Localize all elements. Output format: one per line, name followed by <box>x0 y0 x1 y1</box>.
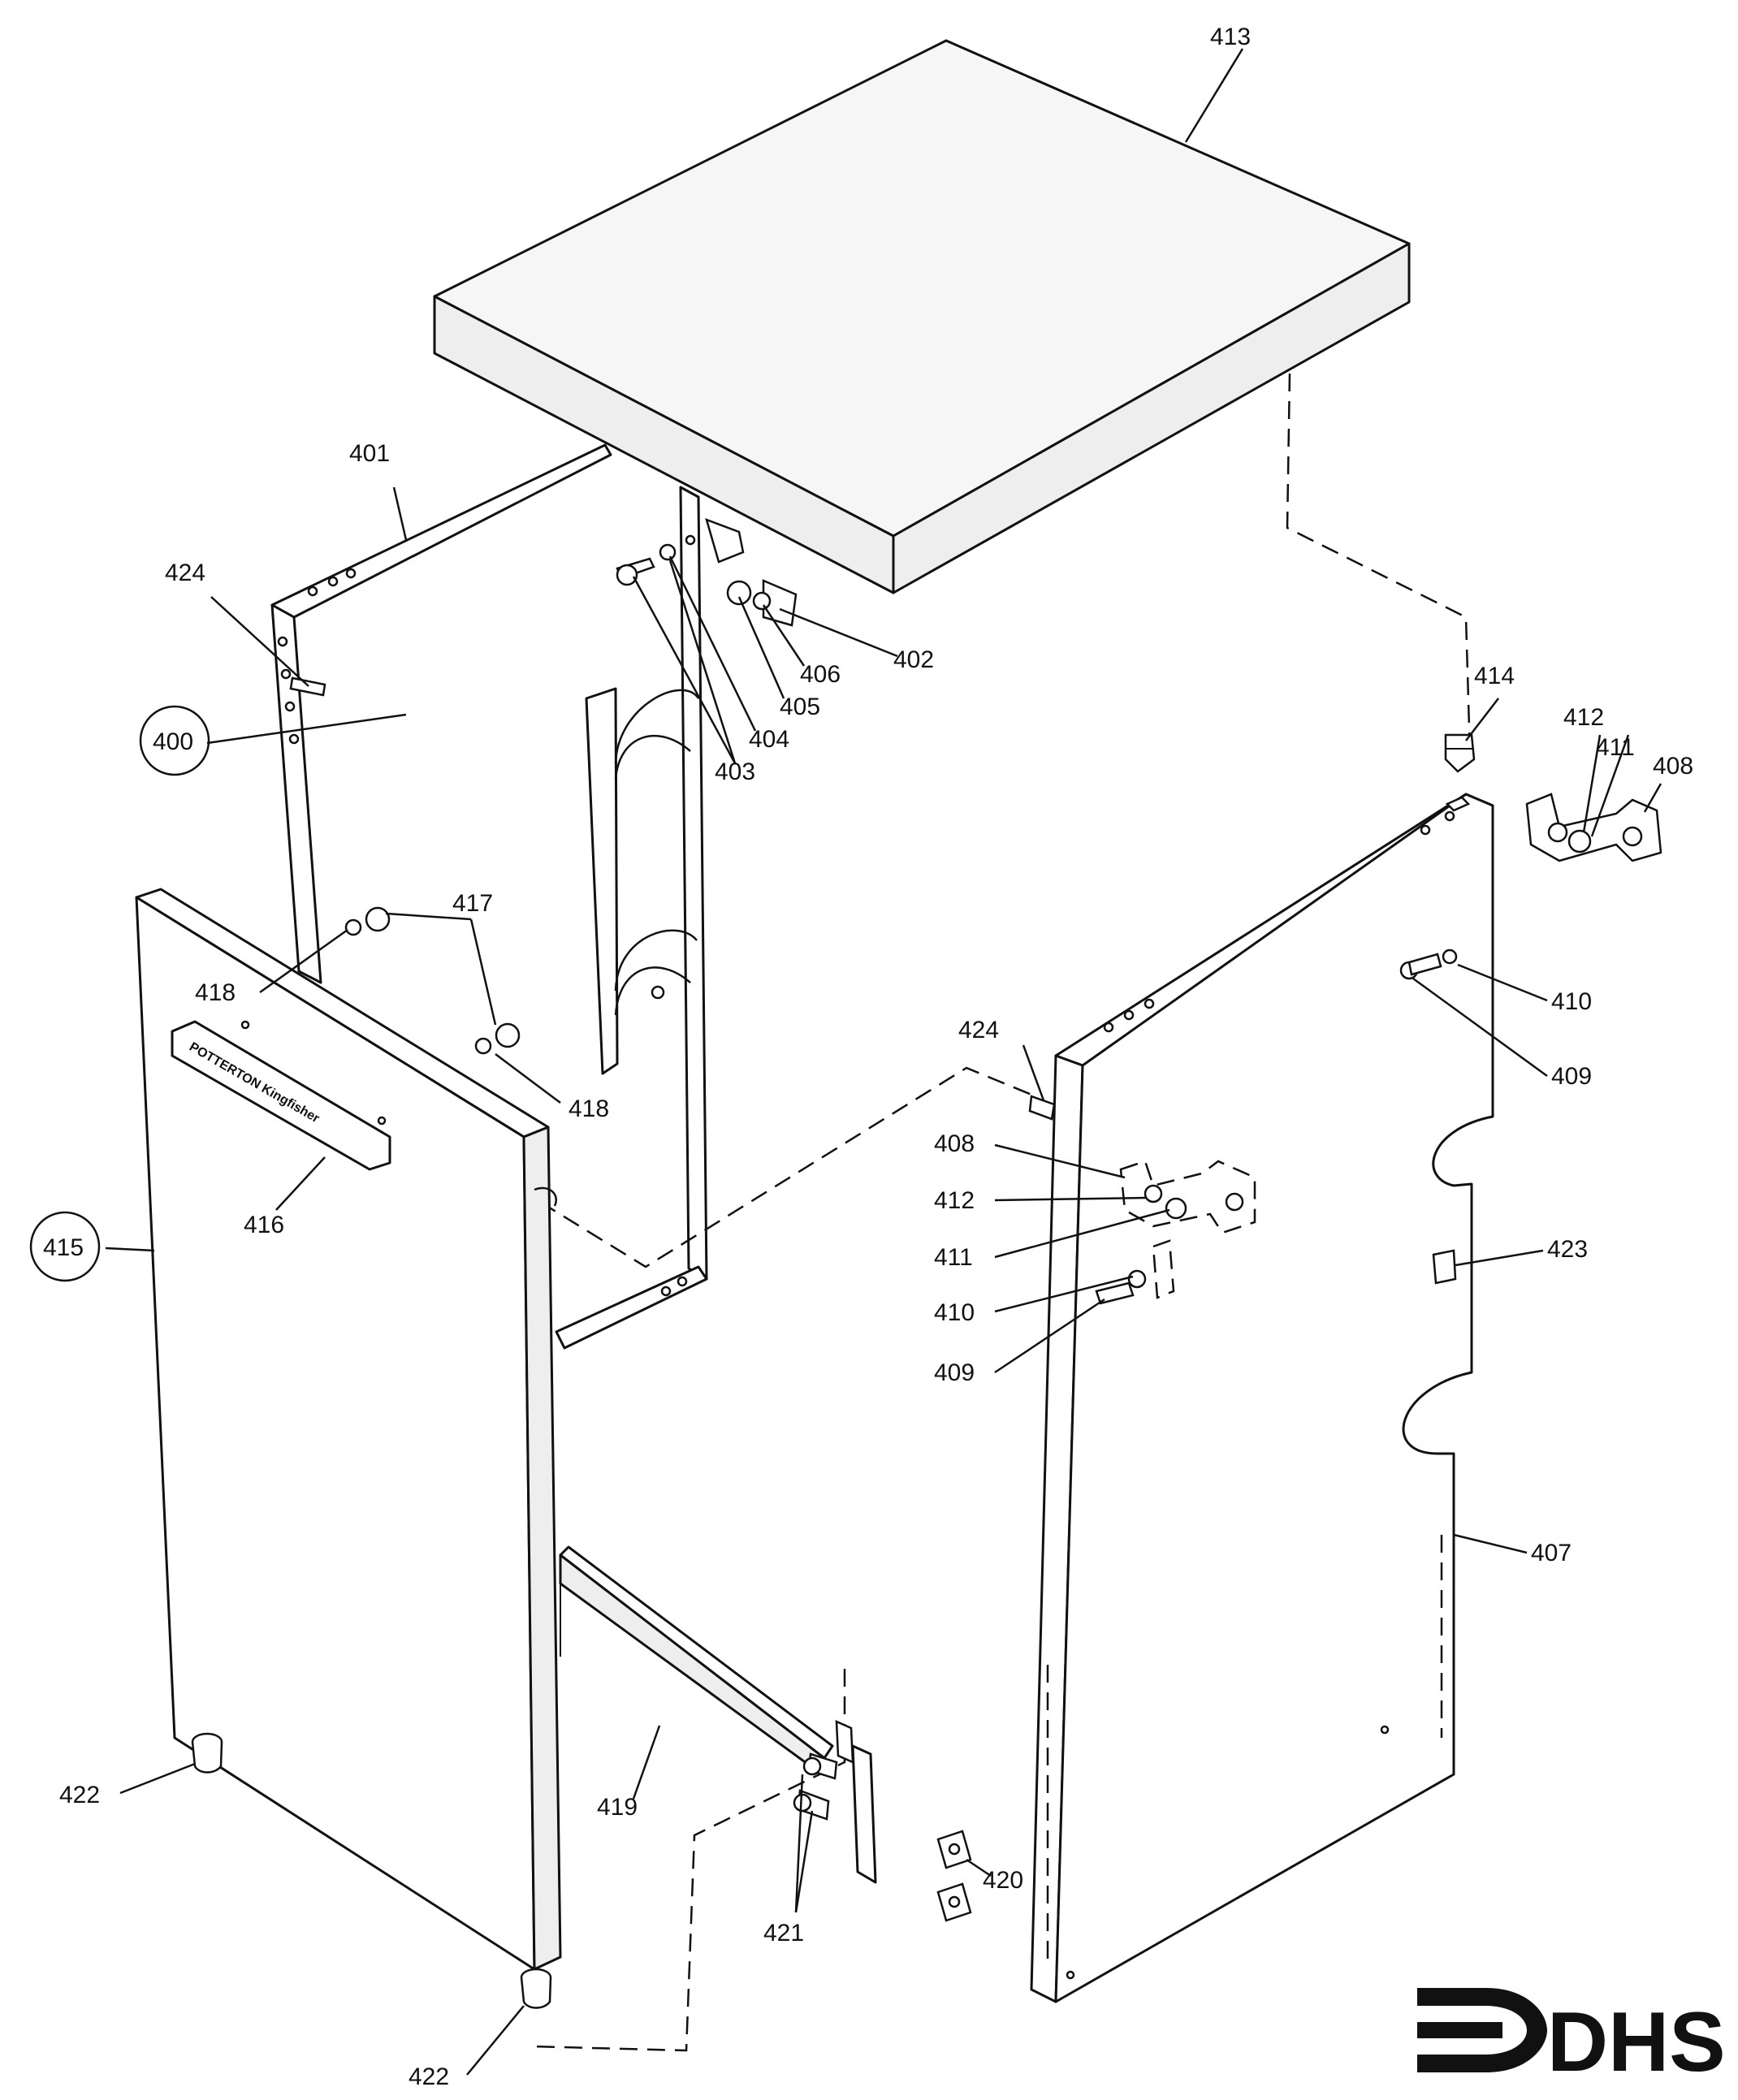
part-labels: 413 401 424 400 402 406 405 404 403 414 … <box>43 24 1693 2090</box>
label-409-lower: 409 <box>934 1359 975 1386</box>
bracket-408-lower <box>1095 948 1458 1305</box>
label-410-lower: 410 <box>934 1299 975 1326</box>
guide-line-top-to-side <box>1286 373 1472 756</box>
label-403: 403 <box>715 758 755 785</box>
label-419: 419 <box>597 1794 638 1821</box>
label-405: 405 <box>780 694 820 720</box>
label-424-right: 424 <box>958 1017 999 1044</box>
label-422-bottom: 422 <box>409 2063 449 2090</box>
leader-lines <box>105 48 1662 2076</box>
bottom-rail-419 <box>559 1545 877 1884</box>
callout-circle-400 <box>139 705 210 776</box>
label-410-upper: 410 <box>1551 988 1592 1015</box>
label-416: 416 <box>244 1212 284 1238</box>
front-door-415: POTTERTON Kingfisher <box>135 888 562 1971</box>
label-412-upper: 412 <box>1563 704 1604 731</box>
label-400: 400 <box>153 728 193 755</box>
label-404: 404 <box>749 726 789 753</box>
label-407: 407 <box>1531 1540 1572 1566</box>
clips-420 <box>936 1830 972 1922</box>
guide-line-middle <box>539 1066 1036 1268</box>
label-401: 401 <box>349 440 390 467</box>
label-422-left: 422 <box>59 1782 100 1808</box>
label-415: 415 <box>43 1234 84 1261</box>
hardware-402-406 <box>616 517 798 627</box>
label-402: 402 <box>893 646 934 673</box>
label-408-lower: 408 <box>934 1130 975 1157</box>
label-423: 423 <box>1547 1236 1588 1263</box>
label-414: 414 <box>1474 663 1515 689</box>
label-411-lower: 411 <box>934 1244 973 1271</box>
dhs-logo: DHS <box>1417 1988 1726 2089</box>
label-412-lower: 412 <box>934 1187 975 1214</box>
pin-424-right <box>1028 1095 1056 1121</box>
bracket-408-upper <box>1525 793 1662 862</box>
nuts-417-washers-418 <box>344 906 521 1055</box>
dhs-logo-mark <box>1417 1988 1547 2072</box>
centre-channel <box>585 687 700 1075</box>
label-411-upper: 411 <box>1596 734 1635 761</box>
dhs-logo-text: DHS <box>1547 1995 1726 2089</box>
label-420: 420 <box>983 1867 1023 1894</box>
rear-frame-400 <box>270 443 708 1350</box>
label-418-upper: 418 <box>195 979 236 1006</box>
right-side-panel-407 <box>1030 793 1494 2003</box>
top-panel-413 <box>433 39 1411 594</box>
feet-422 <box>191 1732 552 2009</box>
callout-circle-415 <box>29 1211 101 1282</box>
label-418-lower: 418 <box>569 1095 609 1122</box>
label-421: 421 <box>763 1920 804 1947</box>
label-413: 413 <box>1210 24 1251 50</box>
label-417: 417 <box>452 890 493 917</box>
clip-414 <box>1444 733 1476 773</box>
label-408-upper: 408 <box>1653 753 1693 780</box>
label-406: 406 <box>800 661 841 688</box>
label-424-left: 424 <box>165 560 205 586</box>
label-409-upper: 409 <box>1551 1063 1592 1090</box>
